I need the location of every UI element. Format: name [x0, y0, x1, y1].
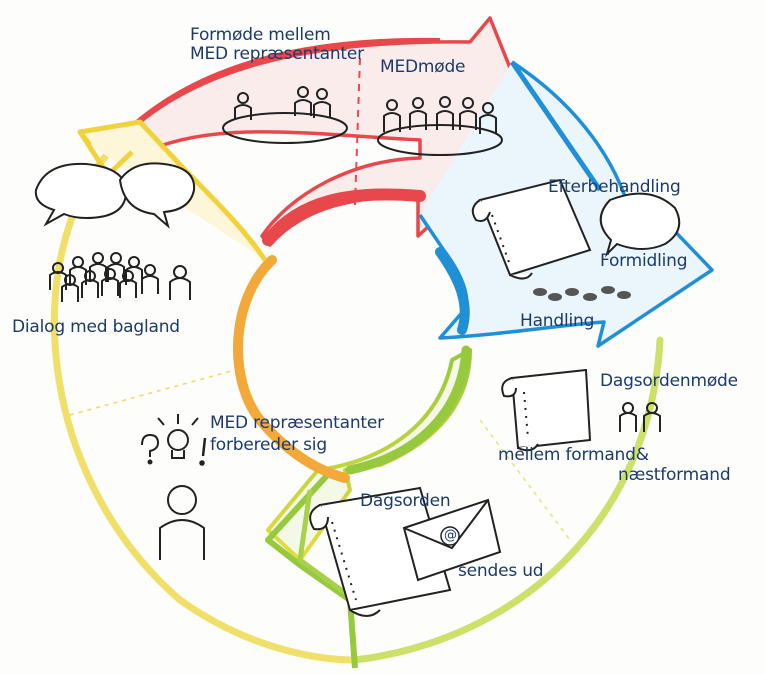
followup-label: Efterbehandling [548, 177, 681, 197]
action-footprints-icon [533, 286, 631, 301]
divider-left [69, 369, 236, 416]
communication-label: Formidling [600, 251, 688, 271]
medmeeting-people-icon [377, 96, 503, 156]
action-label: Handling [520, 311, 595, 331]
outer-ring-yellow [50, 136, 359, 664]
envelope-at-symbol: @ [444, 528, 457, 543]
preparing-person-icon [159, 485, 205, 560]
dialog-bubbles-icon [34, 162, 196, 229]
premeeting-people-icon [222, 86, 348, 144]
medmeeting-label: MEDmøde [380, 57, 466, 77]
envelope-icon [402, 498, 502, 582]
blue-arrow-edge [509, 60, 603, 192]
agenda-label: Dagsorden [360, 491, 451, 511]
green-arrow-head [265, 467, 358, 669]
agenda-meeting-scroll-icon [501, 368, 592, 452]
agenda-meeting-between-label: mellem formand& [498, 445, 649, 465]
premeeting-label: Formøde mellem MED repræsentanter [190, 25, 364, 64]
reps-prepare-label-2: forbereder sig [210, 435, 327, 455]
exclamation-icon [199, 437, 207, 466]
constituency-people-icon [49, 252, 191, 302]
agenda-meeting-people-icon [619, 402, 661, 432]
question-mark-icon [141, 433, 160, 465]
communication-bubble-icon [599, 192, 681, 258]
orange-inner-arc [233, 255, 350, 483]
agenda-sent-label: sendes ud [458, 561, 544, 581]
dialog-label: Dialog med bagland [12, 317, 180, 337]
green-arrow-tip [297, 489, 357, 603]
agenda-meeting-label: Dagsordenmøde [600, 371, 738, 391]
blue-arrow-inner-band [435, 247, 470, 335]
reps-prepare-label-1: MED repræsentanter [210, 413, 384, 433]
green-arrow-band [345, 345, 471, 475]
outer-ring-green [351, 336, 664, 664]
red-arrow-divider [354, 57, 361, 206]
lightbulb-icon [157, 414, 199, 459]
divider-right [479, 419, 571, 541]
red-arrow-inner-band [262, 188, 426, 246]
agenda-meeting-vice-label: næstformand [618, 465, 731, 485]
followup-scroll-icon [471, 178, 592, 280]
